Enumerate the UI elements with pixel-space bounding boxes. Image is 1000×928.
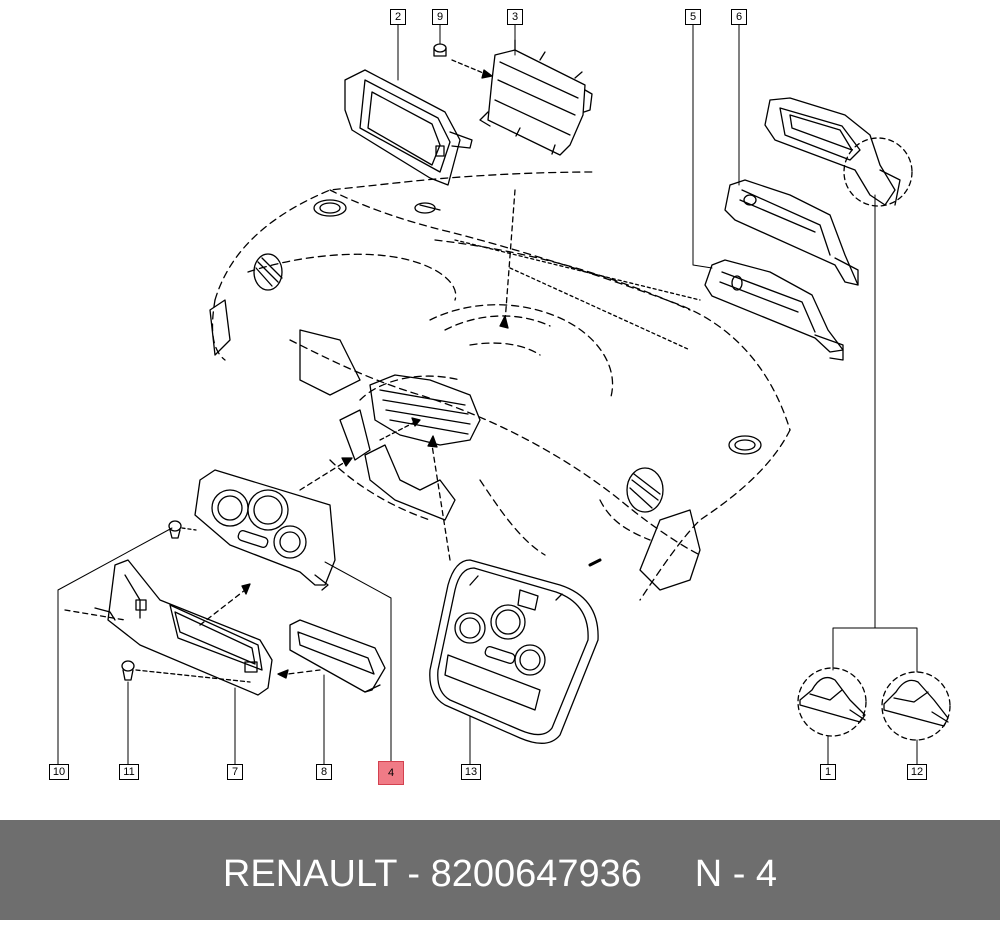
part-6-storage-pocket [724, 179, 859, 286]
leader-dash-upper [504, 189, 516, 323]
spacer [642, 853, 695, 895]
callout-12: 12 [907, 764, 927, 780]
callout-3: 3 [507, 9, 523, 25]
footer-caption: RENAULT - 8200647936 N - 4 [0, 820, 1000, 920]
callout-2: 2 [390, 9, 406, 25]
part-1-12-upper-bezel [764, 97, 913, 207]
part-9-clip [433, 43, 493, 79]
position-number: 4 [755, 853, 778, 895]
screw-parts [121, 520, 197, 681]
callout-10: 10 [49, 764, 69, 780]
leader-8 [279, 669, 321, 676]
callout-13: 13 [461, 764, 481, 780]
position-prefix: N - [694, 853, 756, 895]
leader-11 [135, 669, 251, 683]
callout-4-highlighted: 4 [378, 761, 404, 785]
callout-11: 11 [119, 764, 139, 780]
diagram-drawing [57, 24, 951, 765]
part-2-display-bezel [344, 69, 473, 186]
dashboard-details [209, 199, 762, 591]
callout-6: 6 [731, 9, 747, 25]
part-number: 8200647936 [430, 853, 642, 895]
callout-5: 5 [685, 9, 701, 25]
separator: - [396, 853, 431, 895]
detail-circle-1 [797, 667, 867, 737]
part-5-storage-pocket [704, 259, 844, 361]
dashboard-outline [211, 171, 791, 601]
callout-8: 8 [316, 764, 332, 780]
leader-13-to-dash [431, 444, 451, 561]
leader-7-left [64, 609, 126, 621]
leader-4-to-dash [299, 461, 346, 491]
leader-7-up [199, 589, 246, 626]
part-3-bracket [479, 39, 593, 156]
part-7-cluster-frame [94, 559, 273, 696]
part-8-small-pocket [289, 619, 386, 693]
callout-leaders [57, 24, 918, 765]
callout-9: 9 [432, 9, 448, 25]
part-13-console-bezel [429, 559, 599, 744]
brand-name: RENAULT [222, 853, 397, 895]
detail-circle-12 [881, 671, 951, 741]
footer-bar: RENAULT - 8200647936 N - 4 [0, 820, 1000, 920]
part-4-instrument-binnacle [194, 469, 336, 591]
callout-7: 7 [227, 764, 243, 780]
parts-diagram: 2 9 3 5 6 10 11 7 8 4 13 1 12 [49, 9, 951, 785]
callout-1: 1 [820, 764, 836, 780]
